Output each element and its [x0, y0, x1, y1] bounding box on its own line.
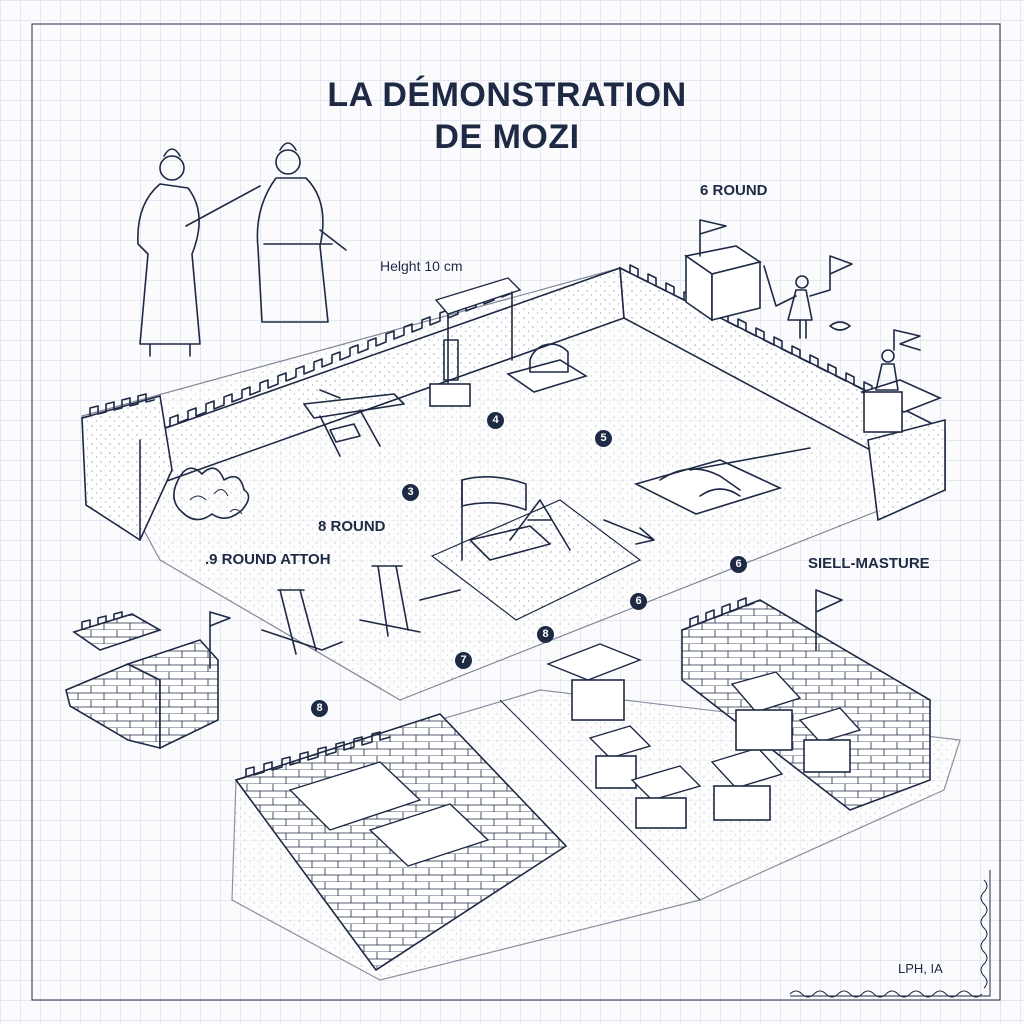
corner-tower-right: [859, 379, 946, 522]
step-marker: 5: [595, 430, 612, 447]
sheet-border: [31, 23, 1001, 1001]
trebuchet-platform: [430, 476, 655, 621]
small-trebuchet-b: [359, 565, 461, 637]
scholar-with-sword: [137, 148, 261, 357]
diagram-title: LA DÉMONSTRATION DE MOZI: [0, 74, 1014, 158]
soldier-with-flag: [763, 255, 853, 339]
round-attack-label: .9 ROUND ATTOH: [205, 551, 331, 568]
round-6-label: 6 ROUND: [700, 182, 768, 199]
round-8-label: 8 ROUND: [318, 518, 386, 535]
step-marker: 3: [402, 484, 419, 501]
watch-tower: [683, 219, 762, 322]
siege-mastery-label: SIELL-MASTURE: [808, 555, 930, 572]
corner-mark-label: LPH, IA: [898, 961, 943, 976]
title-line-1: LA DÉMONSTRATION: [327, 76, 687, 114]
step-marker: 6: [630, 593, 647, 610]
lower-left-fortress: [65, 611, 231, 750]
corner-tower-left: [81, 393, 173, 542]
scholar-gesturing: [256, 142, 347, 323]
step-marker: 4: [487, 412, 504, 429]
road-line: [499, 699, 701, 901]
step-marker: 8: [537, 626, 554, 643]
title-line-2: DE MOZI: [434, 118, 580, 156]
spear-launcher: [633, 447, 811, 515]
step-marker: 7: [455, 652, 472, 669]
small-trebuchet-a: [261, 589, 343, 655]
winch-machine: [506, 343, 588, 393]
step-marker: 6: [730, 556, 747, 573]
lower-city-wall: [234, 713, 568, 972]
height-note-label: Hеlght 10 cm: [380, 258, 463, 274]
pavilion-structure: [429, 277, 522, 407]
soldier-on-tower: [875, 329, 921, 391]
step-marker: 8: [311, 700, 328, 717]
crossbow-machine: [303, 389, 405, 457]
rubble: [173, 467, 250, 521]
right-walled-town: [681, 589, 931, 811]
border-chain-ornament: [789, 879, 988, 998]
town-houses: [546, 643, 862, 829]
